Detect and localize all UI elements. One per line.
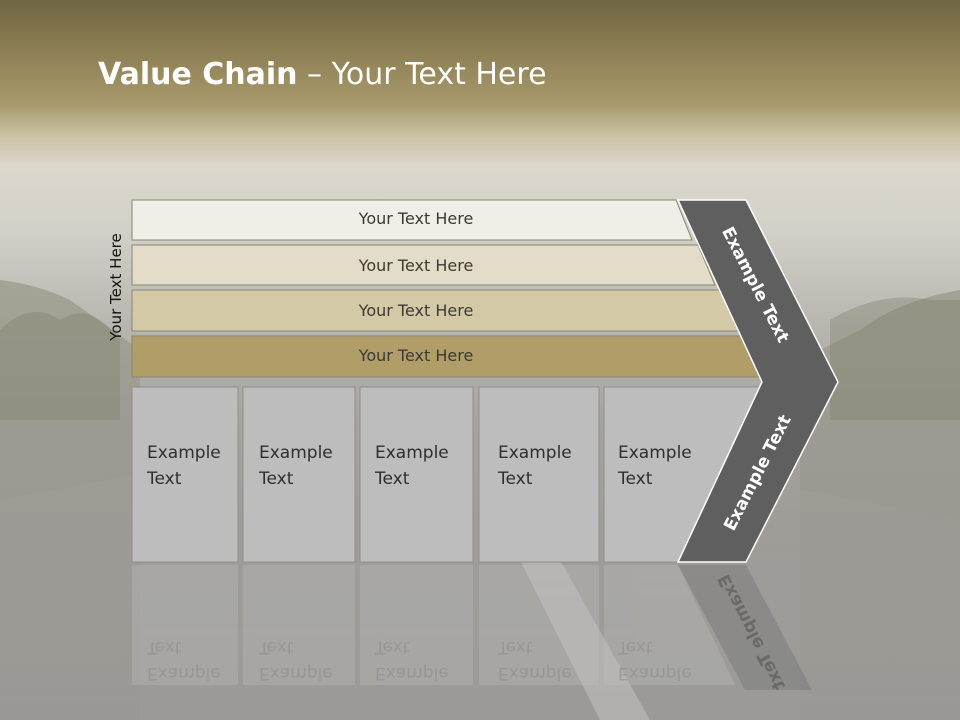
activity-box-4-line1: Example: [498, 443, 572, 463]
activity-box-5-line2: Text: [618, 469, 653, 489]
activity-box-5-line1: Example: [618, 443, 692, 463]
activity-box-4-reflection: [479, 565, 599, 685]
activity-box-3-line1: Example: [375, 443, 449, 463]
activity-box-4-line2: Text: [498, 469, 533, 489]
activity-box-4-text: Example Text: [498, 440, 572, 492]
activity-box-3-text: Example Text: [375, 440, 449, 492]
activity-box-5-reflection: [604, 565, 735, 685]
activity-box-2[interactable]: [242, 386, 356, 563]
activity-box-3-reflection: [360, 565, 473, 685]
row-bar-2[interactable]: [131, 244, 716, 286]
activity-box-3[interactable]: [359, 386, 474, 563]
activity-box-1-text: Example Text: [147, 440, 221, 492]
row-label-3: Your Text Here: [358, 301, 474, 320]
activity-box-1[interactable]: [131, 386, 239, 563]
row-bar-1[interactable]: [131, 199, 693, 241]
activity-box-1-reflection: [132, 565, 238, 685]
activity-box-2-reflection: [243, 565, 355, 685]
row-label-1: Your Text Here: [358, 209, 474, 228]
activity-box-5-text: Example Text: [618, 440, 692, 492]
title-rest-part: – Your Text Here: [297, 57, 547, 92]
chevron-reflection: [678, 565, 812, 690]
activity-box-4[interactable]: [478, 386, 600, 563]
activity-box-2-line1: Example: [259, 443, 333, 463]
row-label-2: Your Text Here: [358, 256, 474, 275]
row-label-4: Your Text Here: [358, 346, 474, 365]
activity-box-2-line2: Text: [259, 469, 294, 489]
chevron-arrow[interactable]: [676, 199, 839, 563]
activity-box-2-text: Example Text: [259, 440, 333, 492]
activity-box-1-line2: Text: [147, 469, 182, 489]
activity-box-1-line1: Example: [147, 443, 221, 463]
activity-box-3-line2: Text: [375, 469, 410, 489]
title-bold-part: Value Chain: [98, 57, 298, 92]
slide-title: Value Chain – Your Text Here: [98, 55, 547, 95]
